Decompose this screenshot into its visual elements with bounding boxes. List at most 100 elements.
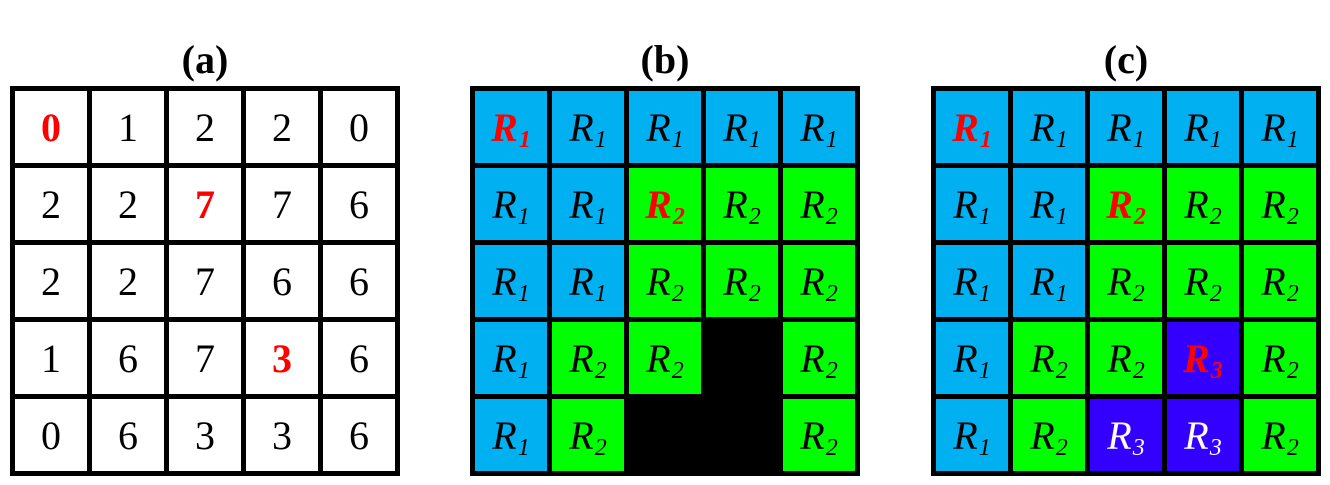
grid-cell: R3 [1167,322,1239,394]
grid-cell: 6 [246,245,318,317]
grid-cell: R1 [475,245,547,317]
cell-value: 7 [195,335,215,381]
grid-cell: 0 [323,91,395,163]
grid-cell: R2 [1167,245,1239,317]
region-label: R2 [1107,335,1145,384]
region-label: R2 [723,181,761,230]
grid-cell: R2 [629,245,701,317]
grid-cell: R2 [706,168,778,240]
grid-cell: R1 [475,91,547,163]
region-label: R2 [723,258,761,307]
cell-value: 6 [118,335,138,381]
grid-cell: 6 [92,399,164,471]
grid-cell: 1 [92,91,164,163]
cell-value: 7 [195,181,215,227]
grid-cell: R2 [552,322,624,394]
cell-value: 1 [118,104,138,150]
grid-cell: R2 [783,245,855,317]
unassigned-cell [706,322,778,394]
region-label: R2 [1030,335,1068,384]
cell-value: 6 [349,181,369,227]
grid-cell: R1 [1013,168,1085,240]
region-label: R1 [800,104,838,153]
cell-value: 3 [195,412,215,458]
grid-cell: R3 [1167,399,1239,471]
grid-cell: R3 [1090,399,1162,471]
region-label: R1 [1107,104,1145,153]
region-label: R1 [1261,104,1299,153]
region-label: R1 [723,104,761,153]
cell-value: 7 [272,181,292,227]
grid-cell: R2 [1090,245,1162,317]
grid-cell: R2 [1244,245,1316,317]
region-label: R1 [1030,258,1068,307]
grid-cell: R2 [783,168,855,240]
grid-cell: R1 [1167,91,1239,163]
grid-cell: R2 [783,322,855,394]
panel-title: (a) [181,37,229,82]
grid-cell: R2 [552,399,624,471]
grid-cell: 2 [15,168,87,240]
grid-cell: R1 [552,91,624,163]
grid-cell: 3 [169,399,241,471]
grid-cell: 1 [15,322,87,394]
grid-cell: R2 [1013,399,1085,471]
grid-cell: R1 [936,322,1008,394]
region-label: R2 [1261,181,1299,230]
cell-value: 6 [349,258,369,304]
region-label: R2 [800,258,838,307]
region-label: R1 [492,412,530,461]
cell-value: 0 [41,412,61,458]
region-label: R2 [1261,335,1299,384]
region-label: R2 [800,181,838,230]
grid-cell: R1 [1013,91,1085,163]
grid-cell: R2 [1167,168,1239,240]
region-label: R1 [952,104,992,153]
region-label: R1 [646,104,684,153]
grid-cell: 0 [15,399,87,471]
grid-cell: R2 [1244,399,1316,471]
cell-value: 6 [118,412,138,458]
region-label: R2 [800,412,838,461]
grid-cell: R1 [936,245,1008,317]
region-label: R1 [569,104,607,153]
region-label: R1 [953,412,991,461]
region-label: R3 [1184,412,1222,461]
grid-cell: 7 [246,168,318,240]
region-label: R1 [569,258,607,307]
grid-cell: R1 [552,245,624,317]
grid-cell: R2 [1090,168,1162,240]
region-label: R2 [646,335,684,384]
region-label: R1 [953,258,991,307]
grid-cell: 3 [246,322,318,394]
cell-value: 6 [349,412,369,458]
grid-cell: 6 [323,245,395,317]
grid-cell: R1 [706,91,778,163]
region-label: R1 [569,181,607,230]
grid-cell: R1 [1244,91,1316,163]
grid-cell: R2 [1013,322,1085,394]
grid-cell: 2 [246,91,318,163]
cell-value: 2 [272,104,292,150]
cell-value: 0 [349,104,369,150]
grid-cell: 2 [169,91,241,163]
region-label: R2 [646,258,684,307]
grid-cell: R2 [1244,322,1316,394]
cell-value: 2 [195,104,215,150]
region-label: R1 [1030,104,1068,153]
grid-cell: 7 [169,322,241,394]
region-label: R1 [491,104,531,153]
grid-cell: 7 [169,245,241,317]
region-label: R2 [1261,258,1299,307]
region-label: R2 [1261,412,1299,461]
grid-cell: R1 [475,399,547,471]
cell-value: 6 [349,335,369,381]
grid-cell: 0 [15,91,87,163]
grid-cell: R1 [936,168,1008,240]
panel-title: (c) [1103,37,1149,82]
cell-value: 1 [41,335,61,381]
grid-cell: R2 [629,168,701,240]
grid-cell: R1 [936,91,1008,163]
